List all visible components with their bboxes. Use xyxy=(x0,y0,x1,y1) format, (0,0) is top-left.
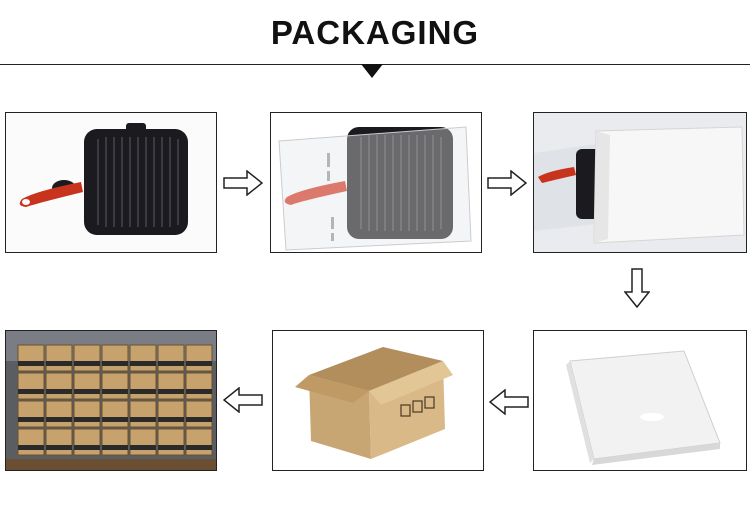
carton-band xyxy=(102,361,128,366)
page-title: PACKAGING xyxy=(270,14,480,51)
step-pan-unpacked-photo xyxy=(5,112,217,253)
carton xyxy=(129,400,157,428)
carton xyxy=(185,428,213,456)
carton-band xyxy=(158,389,184,394)
carton-band xyxy=(46,445,72,450)
carton-band xyxy=(46,389,72,394)
carton-band xyxy=(74,445,100,450)
carton xyxy=(101,344,129,372)
carton-band xyxy=(74,361,100,366)
carton xyxy=(73,372,101,400)
divider-pointer-icon xyxy=(361,64,383,78)
arrow-left-icon xyxy=(223,387,263,413)
carton xyxy=(157,428,185,456)
carton xyxy=(185,372,213,400)
arrow-left-icon xyxy=(489,389,529,415)
step-carton-box-photo xyxy=(272,330,484,471)
carton-band xyxy=(74,417,100,422)
step-palletized-cartons-photo xyxy=(5,330,217,471)
carton xyxy=(129,372,157,400)
carton xyxy=(73,400,101,428)
arrow-right-icon xyxy=(487,170,527,196)
carton-band xyxy=(186,361,212,366)
carton-band xyxy=(18,445,44,450)
arrow-right-icon xyxy=(223,170,263,196)
carton-band xyxy=(158,417,184,422)
carton xyxy=(17,372,45,400)
carton xyxy=(45,400,73,428)
carton-band xyxy=(46,417,72,422)
carton-band xyxy=(46,361,72,366)
arrow-down-icon xyxy=(624,268,650,308)
carton xyxy=(129,428,157,456)
carton-band xyxy=(158,361,184,366)
carton-band xyxy=(74,389,100,394)
step-pan-in-plastic-bag-photo xyxy=(270,112,482,253)
carton-band xyxy=(158,445,184,450)
carton xyxy=(101,428,129,456)
carton xyxy=(73,428,101,456)
carton xyxy=(101,372,129,400)
carton-band xyxy=(130,417,156,422)
carton xyxy=(17,344,45,372)
step-pan-into-white-box-photo xyxy=(533,112,747,253)
carton xyxy=(129,344,157,372)
carton xyxy=(45,344,73,372)
carton-band xyxy=(130,389,156,394)
carton-band xyxy=(186,417,212,422)
carton-band xyxy=(186,445,212,450)
carton-band xyxy=(186,389,212,394)
carton-band xyxy=(18,389,44,394)
carton-band xyxy=(18,361,44,366)
carton xyxy=(157,372,185,400)
carton xyxy=(45,428,73,456)
carton xyxy=(17,400,45,428)
carton xyxy=(73,344,101,372)
carton-band xyxy=(102,445,128,450)
carton xyxy=(101,400,129,428)
carton xyxy=(17,428,45,456)
carton-band xyxy=(18,417,44,422)
carton xyxy=(45,372,73,400)
carton xyxy=(185,344,213,372)
carton-band xyxy=(130,445,156,450)
carton-band xyxy=(102,389,128,394)
carton-band xyxy=(130,361,156,366)
carton xyxy=(157,400,185,428)
carton-stack xyxy=(17,344,213,456)
carton xyxy=(185,400,213,428)
step-white-box-closed-photo xyxy=(533,330,747,471)
carton-band xyxy=(102,417,128,422)
carton xyxy=(157,344,185,372)
